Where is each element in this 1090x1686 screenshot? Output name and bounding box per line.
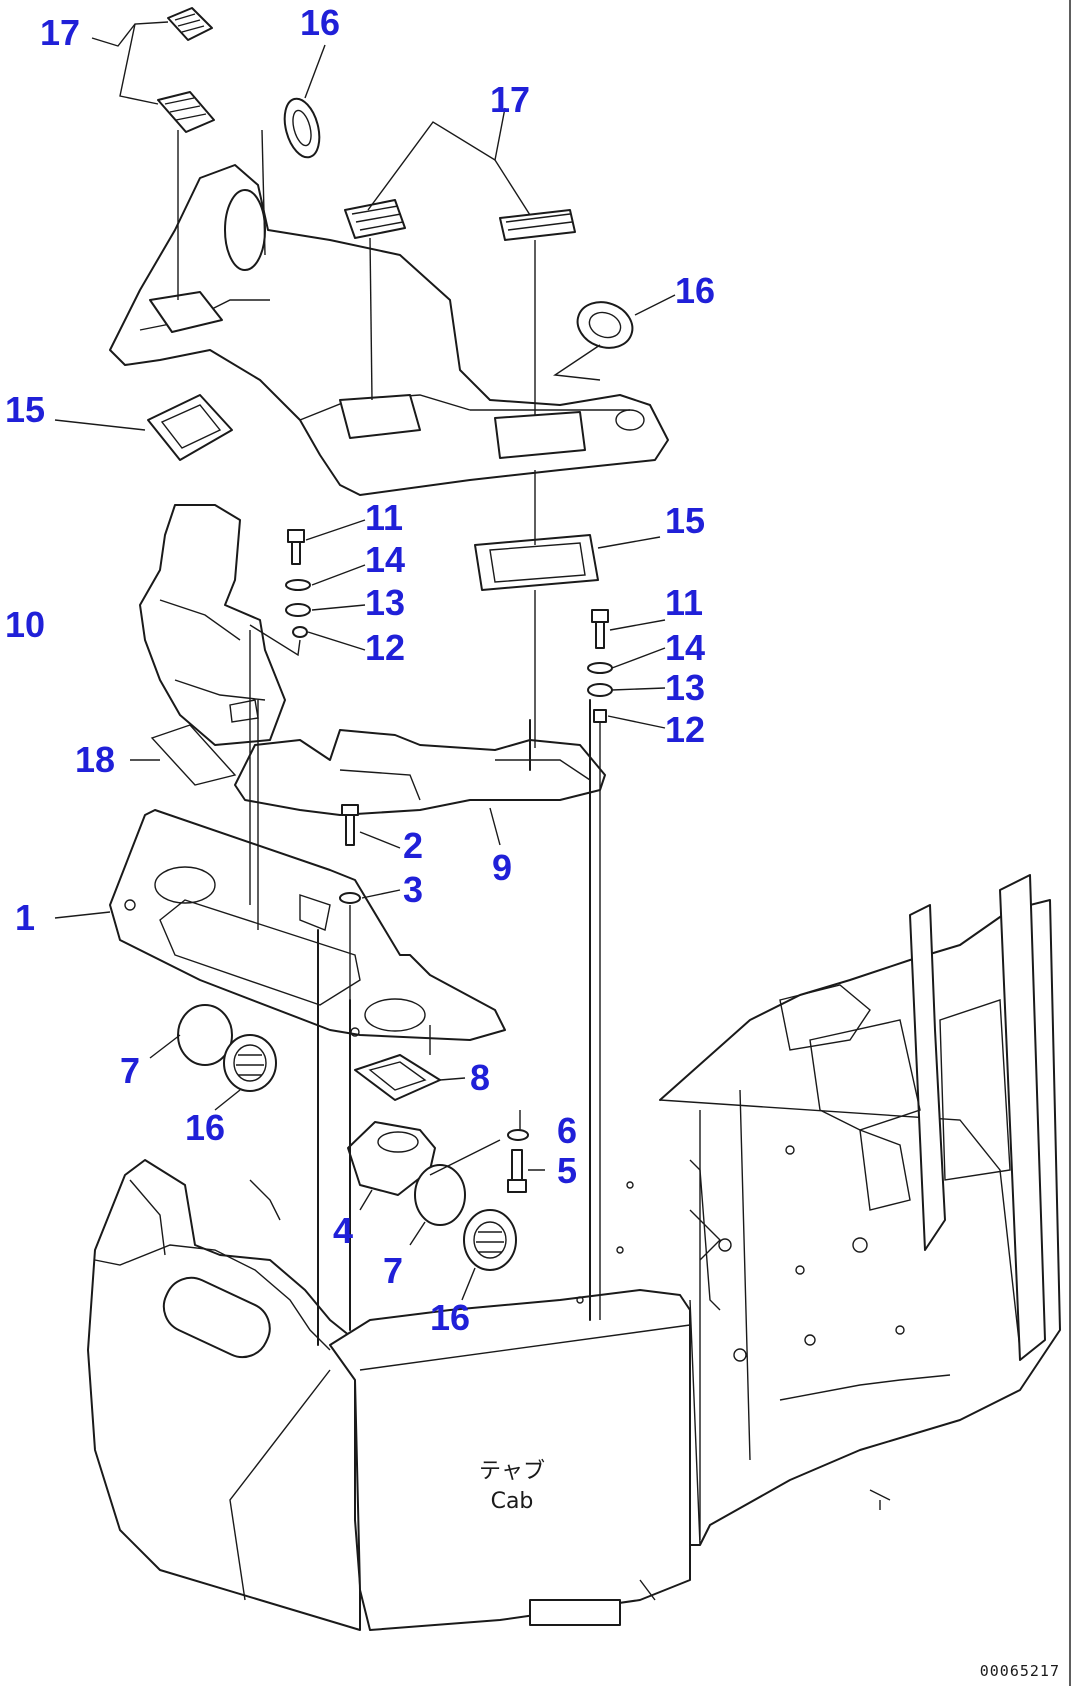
callout-1: 1 <box>15 897 35 938</box>
bolt-5-washer-6 <box>507 1129 529 1193</box>
callout-17: 17 <box>490 79 530 120</box>
callout-15: 15 <box>665 500 705 541</box>
vent-16-lower-right <box>463 1209 517 1271</box>
cab-left-console <box>87 1159 361 1631</box>
gasket-8 <box>354 1054 441 1101</box>
gasket-15-left <box>147 394 233 461</box>
callout-11: 11 <box>365 497 403 538</box>
duct-piece-4 <box>347 1121 436 1196</box>
fastener-stack-left <box>285 529 311 638</box>
callout-18: 18 <box>75 739 115 780</box>
callout-5: 5 <box>557 1150 577 1191</box>
callout-16: 16 <box>430 1297 470 1338</box>
callout-14: 14 <box>365 539 405 580</box>
callout-10: 10 <box>5 604 45 645</box>
callout-16: 16 <box>185 1107 225 1148</box>
callout-11: 11 <box>665 582 703 623</box>
seal-18 <box>150 724 237 786</box>
grille-17-top-middle <box>344 199 576 241</box>
gasket-15-right <box>474 534 599 591</box>
drawing-code: 00065217 <box>980 1662 1060 1680</box>
callout-8: 8 <box>470 1057 490 1098</box>
bolt-2-washer-3 <box>339 804 361 904</box>
vent-16-lower-left <box>223 1034 277 1092</box>
callout-15: 15 <box>5 389 45 430</box>
leader-lines <box>54 21 676 1320</box>
upper-duct <box>109 164 669 496</box>
fastener-stack-right <box>587 609 613 723</box>
duct-9 <box>234 729 606 816</box>
callout-3: 3 <box>403 869 423 910</box>
cab-front-panel <box>329 1289 691 1631</box>
callout-16: 16 <box>675 270 715 311</box>
callout-13: 13 <box>365 582 405 623</box>
callout-9: 9 <box>492 847 512 888</box>
cab-label-jp: テャブ <box>479 1459 545 1484</box>
callout-7: 7 <box>120 1050 140 1091</box>
cab-label-en: Cab <box>491 1489 534 1514</box>
callout-2: 2 <box>403 825 423 866</box>
callout-12: 12 <box>365 627 405 668</box>
callout-16: 16 <box>300 2 340 43</box>
callout-17: 17 <box>40 12 80 53</box>
callout-7: 7 <box>383 1250 403 1291</box>
grille-17-top-left <box>157 7 215 133</box>
callout-6: 6 <box>557 1110 577 1151</box>
duct-10-left <box>139 504 286 746</box>
cab-floor-frame <box>317 699 1061 1546</box>
ring-7-left <box>177 1004 233 1066</box>
ring-7-middle <box>414 1164 466 1226</box>
vent-16-right <box>576 301 634 349</box>
callout-14: 14 <box>665 627 705 668</box>
callout-4: 4 <box>333 1210 353 1251</box>
plate-1 <box>109 809 506 1041</box>
callout-12: 12 <box>665 709 705 750</box>
callout-13: 13 <box>665 667 705 708</box>
callouts: 17 16 17 16 15 11 15 14 10 13 11 12 14 1… <box>5 2 715 1338</box>
vent-16-top <box>283 97 321 159</box>
